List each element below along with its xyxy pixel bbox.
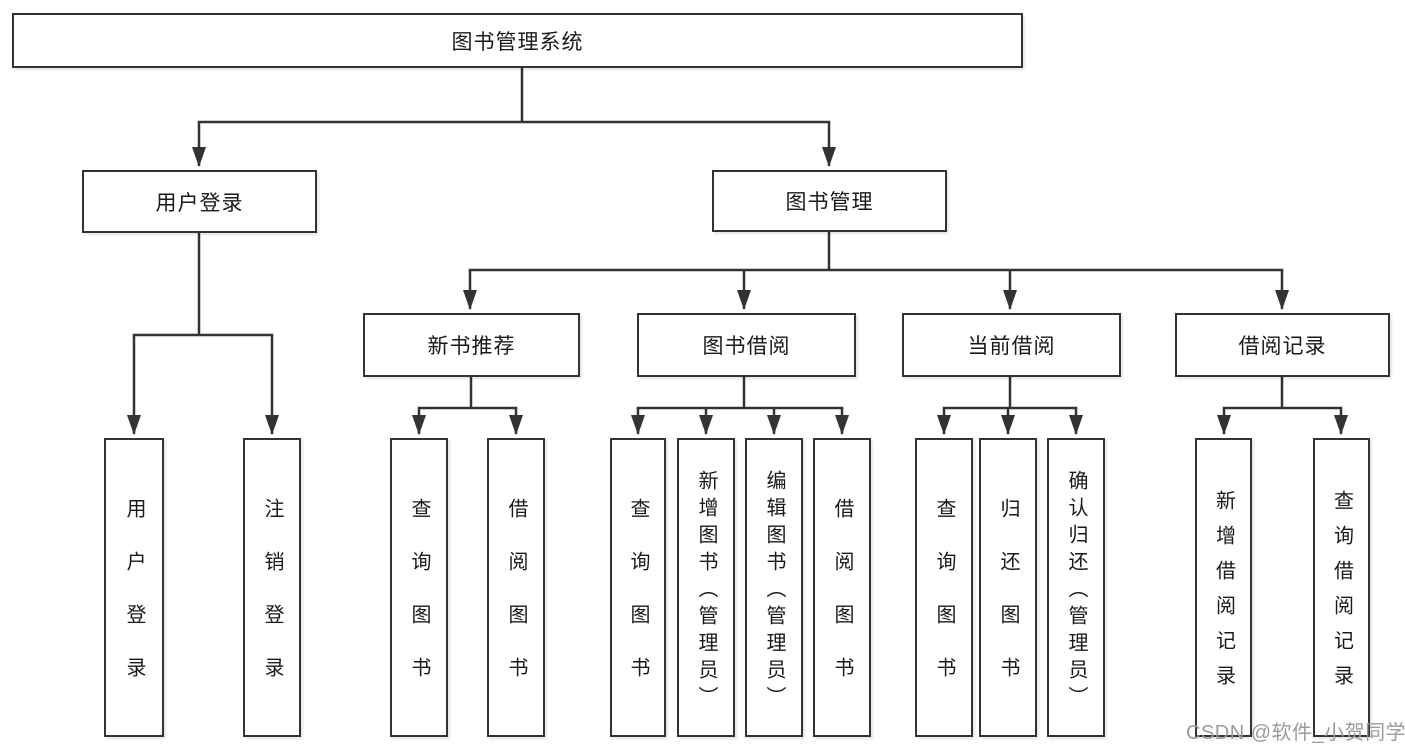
leaf-label: 确认归还（管理员） (1065, 469, 1087, 713)
leaf-label: 查询借阅记录 (1330, 490, 1353, 700)
node-book-borrow: 图书借阅 (637, 313, 856, 377)
leaf-query-books: 查询图书 (610, 438, 666, 737)
leaf-borrow-books: 借阅图书 (487, 438, 545, 737)
leaf-label: 查询图书 (933, 498, 955, 710)
leaf-user-login: 用户登录 (104, 438, 164, 737)
leaf-label: 新增借阅记录 (1212, 490, 1235, 700)
leaf-add-borrow-record: 新增借阅记录 (1195, 438, 1252, 737)
leaf-logout: 注销登录 (243, 438, 301, 737)
leaf-label: 归还图书 (997, 498, 1019, 710)
leaf-label: 借阅图书 (831, 498, 853, 710)
node-borrow-records: 借阅记录 (1175, 313, 1390, 377)
leaf-borrow-books: 借阅图书 (813, 438, 871, 737)
leaf-label: 注销登录 (261, 498, 283, 710)
node-new-book-recommend: 新书推荐 (363, 313, 580, 377)
leaf-query-borrow-record: 查询借阅记录 (1313, 438, 1370, 737)
node-current-borrow: 当前借阅 (902, 313, 1121, 377)
leaf-label: 新增图书（管理员） (695, 469, 717, 713)
leaf-label: 用户登录 (123, 498, 145, 710)
leaf-return-books: 归还图书 (979, 438, 1037, 737)
node-library-management-system: 图书管理系统 (12, 13, 1023, 68)
csdn-watermark: CSDN @软件_小贺同学 (1186, 722, 1405, 744)
leaf-label: 编辑图书（管理员） (763, 469, 785, 713)
leaf-label: 查询图书 (408, 498, 430, 710)
leaf-add-books-admin: 新增图书（管理员） (677, 438, 735, 737)
leaf-label: 查询图书 (627, 498, 649, 710)
leaf-edit-books-admin: 编辑图书（管理员） (745, 438, 803, 737)
leaf-label: 借阅图书 (505, 498, 527, 710)
node-user-login: 用户登录 (82, 170, 317, 233)
node-book-management: 图书管理 (712, 170, 947, 232)
leaf-query-books: 查询图书 (915, 438, 973, 737)
leaf-query-books: 查询图书 (390, 438, 448, 737)
leaf-confirm-return-admin: 确认归还（管理员） (1047, 438, 1105, 737)
